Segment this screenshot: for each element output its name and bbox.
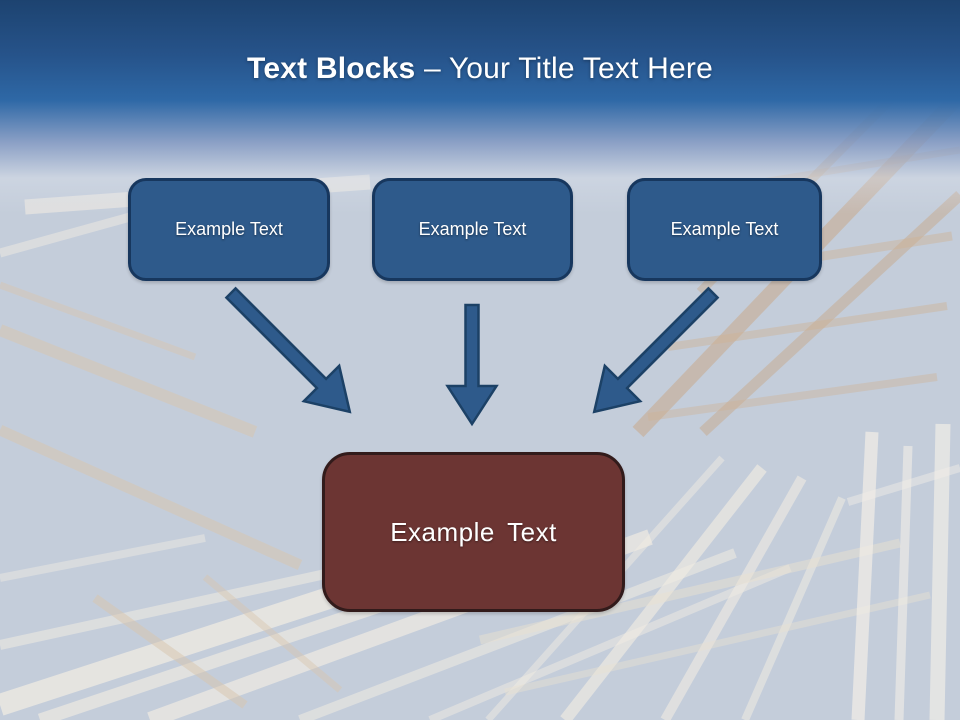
arrow-down-right-icon[interactable] — [213, 275, 367, 429]
text-block-1[interactable]: Example Text — [128, 178, 330, 281]
title-bold-text: Text Blocks — [247, 52, 416, 85]
slide-title[interactable]: Text Blocks – Your Title Text Here — [0, 52, 960, 86]
text-block-3[interactable]: Example Text — [627, 178, 822, 281]
text-block-1-label: Example Text — [175, 219, 283, 239]
arrow-down-icon[interactable] — [445, 303, 499, 427]
text-block-2-label: Example Text — [418, 219, 527, 239]
text-block-2[interactable]: Example Text — [372, 178, 573, 281]
result-block[interactable]: Example Text — [322, 452, 625, 612]
text-block-3-label: Example Text — [670, 219, 779, 239]
arrow-down-left-icon[interactable] — [577, 275, 731, 429]
title-regular-text: – Your Title Text Here — [415, 52, 713, 85]
result-block-label: Example Text — [390, 516, 557, 547]
